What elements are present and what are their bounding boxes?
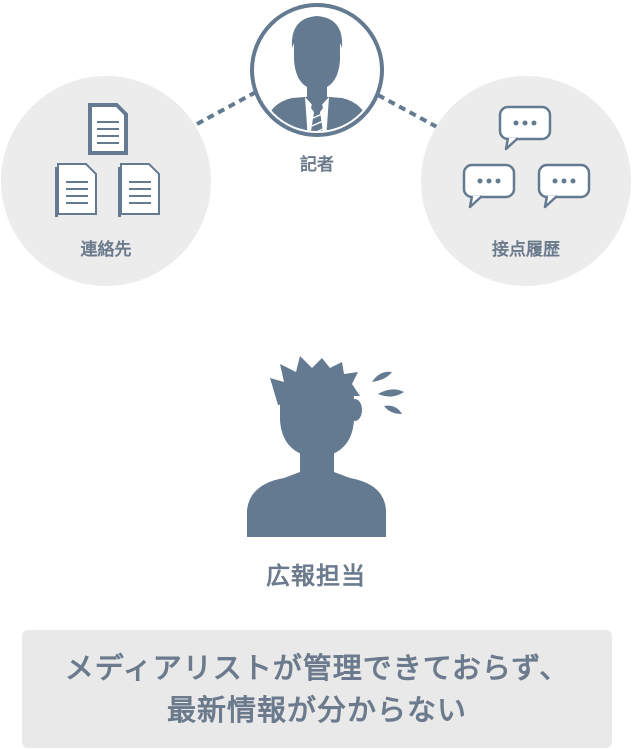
connector-right xyxy=(377,93,438,129)
reporter-avatar-icon xyxy=(250,3,384,137)
documents-icon xyxy=(55,103,160,217)
contacts-circle xyxy=(1,76,211,286)
pr-person-icon xyxy=(247,356,404,537)
contacts-label: 連絡先 xyxy=(80,240,132,260)
reporter-label: 記者 xyxy=(300,155,334,175)
pr-role-label: 広報担当 xyxy=(266,562,366,590)
problem-message-line-1: メディアリストが管理できておらず、 xyxy=(64,651,570,685)
problem-message-line-2: 最新情報が分からない xyxy=(166,693,467,727)
connector-left xyxy=(196,90,257,126)
history-circle xyxy=(421,76,631,286)
history-label: 接点履歴 xyxy=(492,240,560,260)
chat-bubbles-icon xyxy=(462,105,591,209)
problem-message-box: メディアリストが管理できておらず、 最新情報が分からない xyxy=(22,630,612,748)
